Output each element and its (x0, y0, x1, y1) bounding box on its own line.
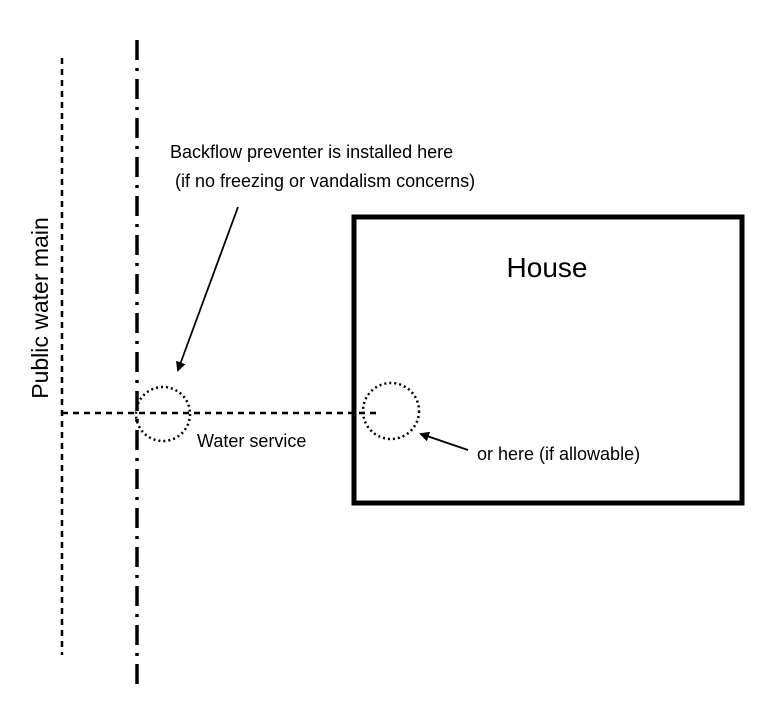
backflow-location-property-line (134, 385, 192, 443)
public-water-main-label: Public water main (27, 217, 53, 399)
backflow-note-arrow (176, 206, 239, 372)
backflow-note-line1: Backflow preventer is installed here (170, 142, 453, 162)
alt-location-arrow (419, 431, 469, 451)
alt-location-note: or here (if allowable) (477, 444, 640, 464)
house-outline (351, 214, 745, 506)
backflow-location-house (361, 381, 421, 441)
house-label: House (507, 252, 588, 283)
backflow-note-line2: (if no freezing or vandalism concerns) (175, 171, 475, 191)
water-service-label: Water service (197, 431, 306, 451)
